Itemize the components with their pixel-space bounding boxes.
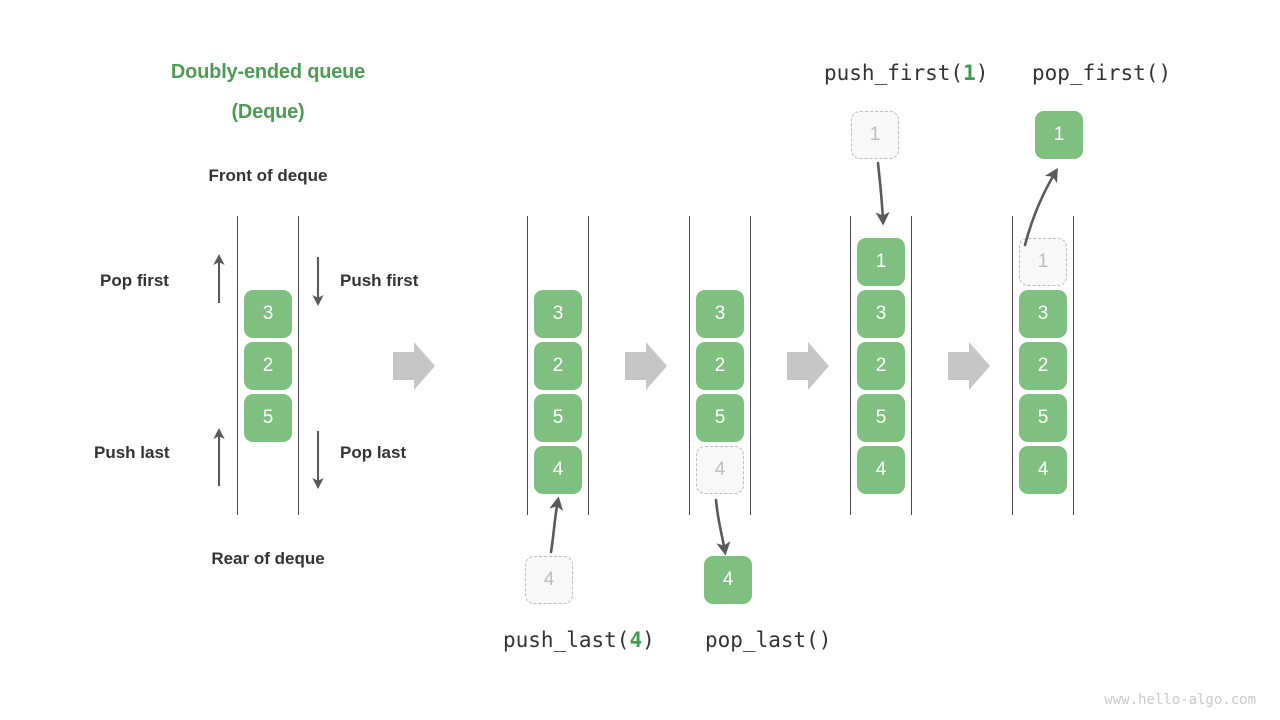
floating-cell-push-last-incoming: 4 xyxy=(525,556,573,604)
op-label-push-last: push_last(4) xyxy=(503,628,655,652)
deque-rail-right xyxy=(588,216,589,515)
pop-last-transfer-arrow xyxy=(714,498,731,556)
deque-cell: 3 xyxy=(857,290,905,338)
deque-column-before-pop-last: 3 2 5 4 xyxy=(689,216,751,515)
deque-cell: 3 xyxy=(1019,290,1067,338)
deque-cell-ghost: 1 xyxy=(1019,238,1067,286)
op-push-last-close: ) xyxy=(642,628,655,652)
diagram-title-line1: Doubly-ended queue xyxy=(170,61,366,83)
op-push-first-name: push_first( xyxy=(824,61,964,85)
deque-cell: 3 xyxy=(534,290,582,338)
deque-cell: 3 xyxy=(244,290,292,338)
deque-rail-right xyxy=(750,216,751,515)
deque-rail-right xyxy=(1073,216,1074,515)
deque-cell: 4 xyxy=(857,446,905,494)
pop-last-label: Pop last xyxy=(340,443,407,462)
deque-cell: 2 xyxy=(1019,342,1067,390)
op-pop-last-close: ) xyxy=(818,628,832,652)
floating-cell-push-first-incoming: 1 xyxy=(851,111,899,159)
op-pop-last-name: pop_last( xyxy=(705,628,819,652)
push-last-transfer-arrow xyxy=(549,496,564,554)
deque-column-initial: 3 2 5 xyxy=(237,216,299,515)
op-pop-first-close: ) xyxy=(1158,61,1172,85)
step-arrow-4 xyxy=(948,342,990,390)
deque-column-after-push-last: 3 2 5 4 xyxy=(527,216,589,515)
deque-cell: 5 xyxy=(534,394,582,442)
op-label-pop-last: pop_last() xyxy=(705,628,831,652)
op-push-first-arg: 1 xyxy=(963,61,976,85)
op-push-last-arg: 4 xyxy=(629,628,643,652)
deque-rail-right xyxy=(298,216,299,515)
deque-column-before-pop-first: 1 3 2 5 4 xyxy=(1012,216,1074,515)
deque-rail-left xyxy=(1012,216,1013,515)
floating-cell-pop-last-outgoing: 4 xyxy=(704,556,752,604)
diagram-title-line2: (Deque) xyxy=(231,101,305,123)
op-push-last-name: push_last( xyxy=(503,628,630,652)
deque-cell: 3 xyxy=(696,290,744,338)
step-arrow-3 xyxy=(787,342,829,390)
deque-cell: 2 xyxy=(857,342,905,390)
push-first-transfer-arrow xyxy=(875,161,890,226)
op-push-first-close: ) xyxy=(975,61,989,85)
deque-cell: 2 xyxy=(696,342,744,390)
push-last-label: Push last xyxy=(94,443,170,462)
deque-rail-left xyxy=(689,216,690,515)
op-label-pop-first: pop_first() xyxy=(1032,61,1171,85)
deque-rail-left xyxy=(237,216,238,515)
rear-of-deque-label: Rear of deque xyxy=(211,549,325,568)
deque-cell: 2 xyxy=(534,342,582,390)
deque-cell: 5 xyxy=(1019,394,1067,442)
op-label-push-first: push_first(1) xyxy=(824,61,988,85)
deque-column-after-push-first: 1 3 2 5 4 xyxy=(850,216,912,515)
front-of-deque-label: Front of deque xyxy=(208,166,328,185)
deque-rail-left xyxy=(527,216,528,515)
deque-cell-ghost: 4 xyxy=(696,446,744,494)
deque-cell: 2 xyxy=(244,342,292,390)
step-arrow-1 xyxy=(393,342,435,390)
deque-cell: 1 xyxy=(857,238,905,286)
deque-cell: 5 xyxy=(857,394,905,442)
deque-rail-left xyxy=(850,216,851,515)
deque-rail-right xyxy=(911,216,912,515)
pop-first-transfer-arrow xyxy=(1023,167,1058,247)
step-arrows xyxy=(393,342,990,390)
deque-cell: 5 xyxy=(244,394,292,442)
pop-first-label: Pop first xyxy=(100,271,169,290)
deque-cell: 4 xyxy=(1019,446,1067,494)
floating-cell-pop-first-outgoing: 1 xyxy=(1035,111,1083,159)
push-first-label: Push first xyxy=(340,271,419,290)
deque-cell: 4 xyxy=(534,446,582,494)
deque-cell: 5 xyxy=(696,394,744,442)
step-arrow-2 xyxy=(625,342,667,390)
op-pop-first-name: pop_first( xyxy=(1032,61,1159,85)
watermark: www.hello-algo.com xyxy=(1104,692,1256,708)
